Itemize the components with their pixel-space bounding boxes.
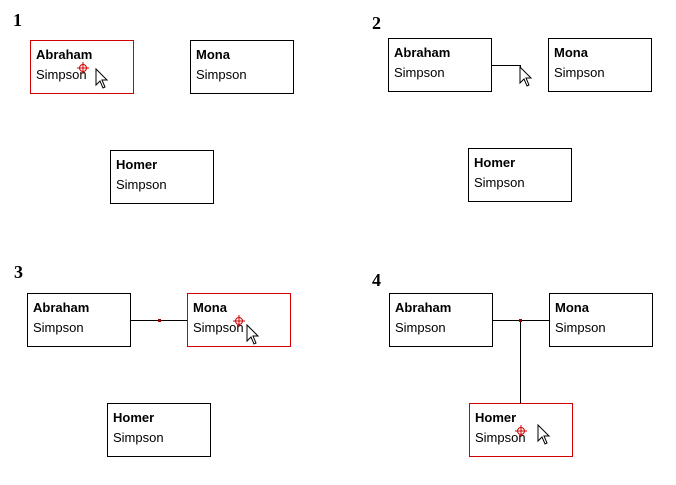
last-name: Simpson bbox=[116, 177, 167, 192]
last-name: Simpson bbox=[33, 320, 84, 335]
first-name: Abraham bbox=[395, 300, 452, 315]
first-name: Abraham bbox=[33, 300, 90, 315]
last-name: Simpson bbox=[554, 65, 605, 80]
last-name: Simpson bbox=[395, 320, 446, 335]
connector-midpoint bbox=[158, 319, 161, 322]
step-number-4: 4 bbox=[372, 270, 381, 290]
person-box-mona[interactable]: Mona Simpson bbox=[548, 38, 652, 92]
last-name: Simpson bbox=[193, 320, 244, 335]
person-box-abraham[interactable]: Abraham Simpson bbox=[30, 40, 134, 94]
first-name: Homer bbox=[475, 410, 517, 425]
person-box-homer[interactable]: Homer Simpson bbox=[468, 148, 572, 202]
connector-line-dragging bbox=[492, 65, 520, 66]
mouse-cursor-icon bbox=[537, 424, 551, 445]
mouse-cursor-icon bbox=[246, 324, 260, 345]
person-box-homer[interactable]: Homer Simpson bbox=[107, 403, 211, 457]
step-number-3: 3 bbox=[14, 262, 23, 282]
last-name: Simpson bbox=[474, 175, 525, 190]
person-box-abraham[interactable]: Abraham Simpson bbox=[389, 293, 493, 347]
first-name: Homer bbox=[474, 155, 516, 170]
person-box-mona[interactable]: Mona Simpson bbox=[549, 293, 653, 347]
last-name: Simpson bbox=[113, 430, 164, 445]
last-name: Simpson bbox=[394, 65, 445, 80]
first-name: Mona bbox=[554, 45, 588, 60]
crosshair-icon bbox=[77, 62, 89, 74]
last-name: Simpson bbox=[36, 67, 87, 82]
last-name: Simpson bbox=[555, 320, 606, 335]
mouse-cursor-icon bbox=[519, 66, 533, 87]
person-box-abraham[interactable]: Abraham Simpson bbox=[27, 293, 131, 347]
first-name: Homer bbox=[113, 410, 155, 425]
first-name: Abraham bbox=[394, 45, 451, 60]
connector-midpoint bbox=[519, 319, 522, 322]
last-name: Simpson bbox=[475, 430, 526, 445]
first-name: Mona bbox=[193, 300, 227, 315]
mouse-cursor-icon bbox=[95, 68, 109, 89]
step-number-2: 2 bbox=[372, 13, 381, 33]
first-name: Mona bbox=[196, 47, 230, 62]
last-name: Simpson bbox=[196, 67, 247, 82]
person-box-mona[interactable]: Mona Simpson bbox=[190, 40, 294, 94]
crosshair-icon bbox=[233, 315, 245, 327]
first-name: Mona bbox=[555, 300, 589, 315]
child-connector-line bbox=[520, 320, 521, 403]
step-number-1: 1 bbox=[13, 10, 22, 30]
crosshair-icon bbox=[515, 425, 527, 437]
first-name: Abraham bbox=[36, 47, 93, 62]
person-box-abraham[interactable]: Abraham Simpson bbox=[388, 38, 492, 92]
first-name: Homer bbox=[116, 157, 158, 172]
person-box-homer[interactable]: Homer Simpson bbox=[110, 150, 214, 204]
